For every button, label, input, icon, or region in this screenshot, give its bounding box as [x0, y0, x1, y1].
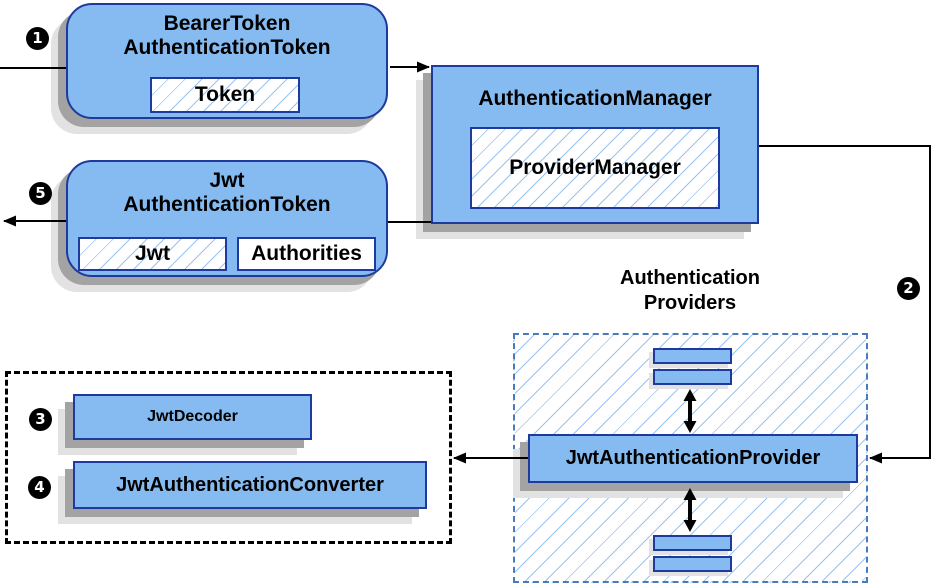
providers-heading-line1: Authentication: [620, 267, 760, 289]
step-badge-4: 4: [28, 476, 51, 499]
jwt-decoder-box: JwtDecoder: [73, 394, 312, 440]
provider-stub-bar-top-1: [653, 348, 732, 364]
provider-manager-label: ProviderManager: [509, 156, 681, 179]
jwt-decoder-label: JwtDecoder: [147, 408, 238, 425]
jwt-token-title-line2: AuthenticationToken: [123, 193, 331, 216]
bearer-token-title-line2: AuthenticationToken: [123, 36, 331, 59]
decoder-group-box: [5, 371, 452, 544]
token-field-label: Token: [194, 83, 256, 106]
authorities-field: Authorities: [237, 237, 376, 271]
providers-heading: Authentication Providers: [590, 266, 790, 316]
jwt-field: Jwt: [78, 237, 227, 271]
jwt-field-label: Jwt: [134, 242, 170, 265]
token-field: Token: [150, 77, 300, 113]
jwt-token-title-line1: Jwt: [209, 169, 245, 192]
step-badge-1: 1: [26, 27, 49, 50]
jwt-auth-converter-box: JwtAuthenticationConverter: [73, 461, 427, 509]
step-badge-3: 3: [29, 408, 52, 431]
bearer-token-title: BearerToken AuthenticationToken: [68, 12, 386, 60]
jwt-token-title: Jwt AuthenticationToken: [68, 169, 386, 217]
provider-stub-bar-top-2: [653, 369, 732, 385]
auth-manager-title: AuthenticationManager: [478, 87, 712, 110]
step-badge-5: 5: [29, 182, 52, 205]
step-badge-2: 2: [897, 277, 920, 300]
bearer-token-title-line1: BearerToken: [163, 12, 291, 35]
jwt-auth-provider-label: JwtAuthenticationProvider: [565, 447, 821, 469]
provider-stub-bar-bottom-1: [653, 535, 732, 551]
providers-heading-line2: Providers: [643, 292, 737, 314]
jwt-auth-provider-box: JwtAuthenticationProvider: [528, 434, 858, 483]
provider-manager-box: ProviderManager: [470, 127, 720, 209]
authorities-field-label: Authorities: [251, 242, 362, 265]
provider-stub-bar-bottom-2: [653, 556, 732, 572]
jwt-auth-converter-label: JwtAuthenticationConverter: [116, 473, 384, 496]
